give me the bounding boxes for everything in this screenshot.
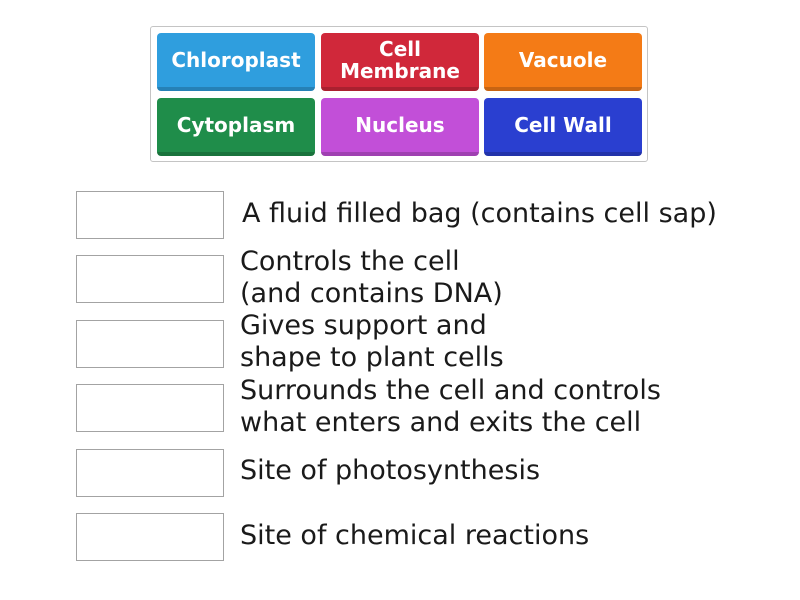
tile-chloroplast[interactable]: Chloroplast [157,33,315,91]
clue-text-6: Site of chemical reactions [240,520,590,551]
tile-cell-membrane[interactable]: Cell Membrane [321,33,479,91]
tile-label: Cytoplasm [176,113,296,137]
clue-text-4: Surrounds the cell and controls what ent… [240,375,661,438]
tile-label: Cell Wall [514,113,612,137]
drop-slot-1[interactable] [76,191,224,239]
tile-label: Vacuole [518,48,608,72]
drop-slot-3[interactable] [76,320,224,368]
clue-text-3: Gives support and shape to plant cells [240,310,504,373]
clue-text-5: Site of photosynthesis [240,455,541,486]
drop-slot-5[interactable] [76,449,224,497]
tile-label: Chloroplast [171,48,301,72]
tile-nucleus[interactable]: Nucleus [321,98,479,156]
drop-slot-2[interactable] [76,255,224,303]
drop-slot-4[interactable] [76,384,224,432]
tile-label: Cell Membrane [340,37,460,83]
clue-text-2: Controls the cell (and contains DNA) [240,246,503,309]
word-bank: Chloroplast Cell Membrane Vacuole Cytopl… [150,26,648,162]
drop-slot-6[interactable] [76,513,224,561]
tile-cell-wall[interactable]: Cell Wall [484,98,642,156]
clue-text-1: A fluid filled bag (contains cell sap) [242,198,717,229]
tile-label: Nucleus [355,113,445,137]
tile-vacuole[interactable]: Vacuole [484,33,642,91]
tile-cytoplasm[interactable]: Cytoplasm [157,98,315,156]
